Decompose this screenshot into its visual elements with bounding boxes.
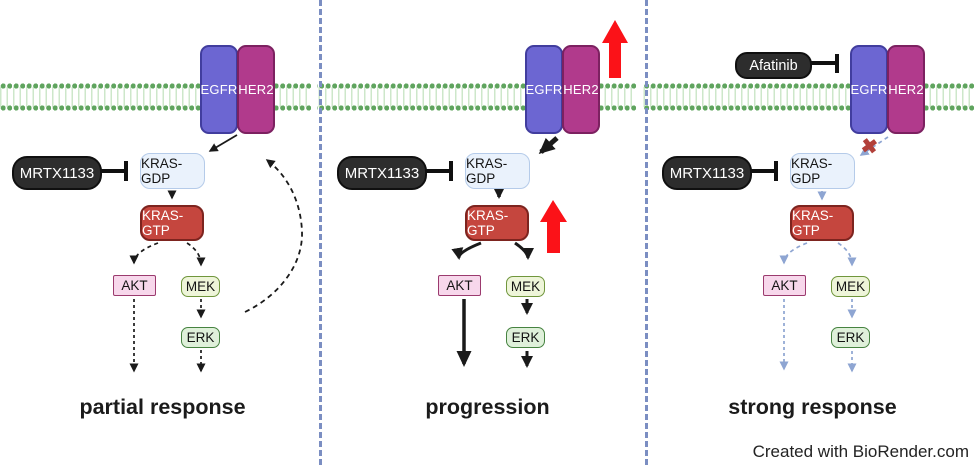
her2-receptor: HER2 [237,45,275,134]
membrane-lipid-heads-bottom [0,104,975,112]
egfr-receptor: EGFR [850,45,888,134]
membrane-lipid-heads-top [0,82,975,90]
inhibition-bar-cap [774,161,778,181]
membrane-gap [311,80,317,114]
kras-gtp-node: KRAS-GTP [465,205,529,241]
inhibition-bar-line [98,169,125,173]
kras-gdp-node: KRAS-GDP [465,153,530,189]
inhibition-bar-cap [124,161,128,181]
mrtx1133-drug: MRTX1133 [662,156,752,190]
panel-partial-response: EGFR HER2 MRTX1133 KRAS-GDP KRAS-GTP AKT… [0,0,325,465]
kras-gdp-node: KRAS-GDP [790,153,855,189]
panel-progression: EGFR HER2 MRTX1133 KRAS-GDP KRAS-GTP AKT… [325,0,650,465]
arrow-krasgtp-to-mek [837,242,857,267]
upregulation-arrow-icon [602,20,628,78]
arrow-krasgtp-to-mek [186,242,206,267]
upregulation-arrow-icon [540,200,567,253]
arrow-receptor-to-krasgdp [208,134,238,152]
panel-divider [319,0,322,465]
erk-node: ERK [181,327,220,348]
membrane-gap [637,80,643,114]
panel-title-partial-response: partial response [79,395,246,419]
mek-node: MEK [181,276,220,297]
erk-node: ERK [831,327,870,348]
arrow-krasgtp-to-mek [514,241,534,260]
inhibition-bar-line [808,61,836,65]
panel-strong-response: EGFR HER2 Afatinib MRTX1133 ✖ KRAS-GDP K… [650,0,975,465]
arrow-krasgtp-to-akt [451,241,482,260]
kras-gdp-node: KRAS-GDP [140,153,205,189]
akt-node: AKT [438,275,481,296]
mek-node: MEK [831,276,870,297]
mrtx1133-drug: MRTX1133 [12,156,102,190]
biorender-watermark: Created with BioRender.com [752,442,969,461]
mek-node: MEK [506,276,545,297]
akt-node: AKT [113,275,156,296]
inhibition-bar-line [423,169,450,173]
afatinib-drug: Afatinib [735,52,812,79]
erk-node: ERK [506,327,545,348]
panel-title-progression: progression [425,395,550,419]
inhibition-bar-line [748,169,775,173]
panel-divider [645,0,648,465]
her2-receptor: HER2 [887,45,925,134]
egfr-receptor: EGFR [200,45,238,134]
inhibition-bar-cap [449,161,453,181]
akt-node: AKT [763,275,806,296]
mrtx1133-drug: MRTX1133 [337,156,427,190]
kras-gtp-node: KRAS-GTP [140,205,204,241]
arrow-krasgtp-to-akt [129,242,159,265]
arrow-feedback-to-receptor [244,159,303,313]
inhibition-bar-cap [835,54,839,73]
arrow-receptor-to-krasgdp [538,136,559,154]
her2-receptor: HER2 [562,45,600,134]
blocked-cross-icon: ✖ [859,134,880,160]
panel-title-strong-response: strong response [728,395,897,419]
arrow-krasgtp-to-akt [779,242,808,265]
egfr-receptor: EGFR [525,45,563,134]
kras-gtp-node: KRAS-GTP [790,205,854,241]
